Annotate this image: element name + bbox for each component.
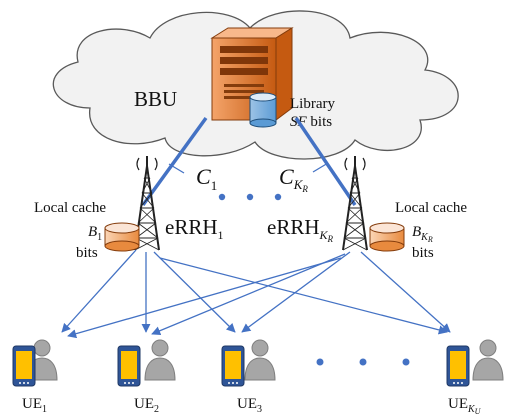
bbu-server-icon bbox=[210, 27, 294, 121]
errh-1-cache-size: B1 bbox=[88, 224, 102, 243]
link-capacity-kr: CKR bbox=[279, 164, 308, 194]
errh-1-subscript: 1 bbox=[218, 228, 224, 242]
link-tick-kr bbox=[312, 162, 329, 173]
access-link bbox=[360, 251, 451, 333]
errh-kr-label: eRRHKR bbox=[267, 215, 334, 244]
errh-ellipsis-dot bbox=[218, 193, 226, 201]
access-link bbox=[241, 251, 351, 333]
ue-1-subscript: 1 bbox=[42, 404, 47, 415]
ue-3-name: UE bbox=[237, 396, 257, 412]
link-capacity-1-subscript: 1 bbox=[211, 178, 218, 193]
errh-kr-name: eRRH bbox=[267, 215, 320, 239]
link-capacity-kr-symbol: C bbox=[279, 164, 294, 189]
library-size-unit: bits bbox=[307, 114, 333, 130]
person-icon bbox=[472, 339, 504, 381]
link-capacity-kr-subscript: K bbox=[293, 177, 304, 192]
errh-1-cache-symbol: B bbox=[88, 224, 97, 240]
access-links bbox=[61, 249, 451, 339]
errh-kr-cache-symbol: B bbox=[412, 224, 421, 240]
ue-3-subscript: 3 bbox=[257, 404, 262, 415]
phone-icon bbox=[446, 345, 470, 387]
errh-kr-cache-label: Local cache bbox=[395, 200, 467, 216]
ue-2-label: UE2 bbox=[134, 396, 159, 415]
link-tick-1 bbox=[168, 163, 185, 174]
bbu-label: BBU bbox=[134, 87, 177, 111]
ue-ku-subscript: K bbox=[467, 404, 476, 415]
ue-ellipsis-dot bbox=[316, 358, 324, 366]
errh-1-cache-icon bbox=[104, 222, 140, 252]
ue-1-name: UE bbox=[22, 396, 42, 412]
person-icon bbox=[244, 339, 276, 381]
errh-kr-cache-unit: bits bbox=[412, 245, 434, 261]
phone-icon bbox=[221, 345, 245, 387]
ue-ku-name: UE bbox=[448, 396, 468, 412]
errh-1-name: eRRH bbox=[165, 215, 218, 239]
access-link bbox=[61, 249, 137, 333]
access-link bbox=[67, 257, 342, 339]
link-capacity-kr-subsubscript: R bbox=[301, 184, 308, 194]
access-link bbox=[151, 253, 346, 336]
library-size: SF bits bbox=[290, 114, 332, 130]
errh-1-label: eRRH1 bbox=[165, 215, 224, 242]
errh-kr-subsubscript: R bbox=[327, 234, 334, 244]
phone-icon bbox=[12, 345, 36, 387]
ue-ellipsis-dot bbox=[402, 358, 410, 366]
errh-kr-cache-size: BKR bbox=[412, 224, 433, 244]
errh-1-cache-unit: bits bbox=[76, 245, 98, 261]
link-capacity-1: C1 bbox=[196, 164, 217, 193]
access-link bbox=[153, 251, 236, 333]
errh-1-cache-label: Local cache bbox=[34, 200, 106, 216]
ue-ellipsis-dot bbox=[359, 358, 367, 366]
library-label: Library bbox=[290, 96, 335, 112]
errh-ellipsis-dot bbox=[274, 193, 282, 201]
errh-kr-cache-icon bbox=[369, 222, 405, 252]
ue-ku-subsubscript: U bbox=[475, 407, 482, 416]
errh-kr-cache-subsubscript: R bbox=[427, 235, 433, 244]
link-capacity-1-symbol: C bbox=[196, 164, 211, 189]
errh-ellipsis-dot bbox=[246, 193, 254, 201]
ue-2-subscript: 2 bbox=[154, 404, 159, 415]
access-link bbox=[159, 257, 448, 335]
errh-kr-cache-subscript: K bbox=[420, 232, 429, 243]
errh-kr-subscript: K bbox=[319, 228, 329, 242]
library-database-icon bbox=[249, 92, 277, 128]
person-icon bbox=[144, 339, 176, 381]
fronthaul-link-kr bbox=[294, 117, 357, 206]
ue-2-name: UE bbox=[134, 396, 154, 412]
ue-3-label: UE3 bbox=[237, 396, 262, 415]
ue-ku-label: UEKU bbox=[448, 396, 482, 416]
fronthaul-link-1 bbox=[141, 116, 208, 207]
ue-1-label: UE1 bbox=[22, 396, 47, 415]
errh-1-cache-subscript: 1 bbox=[97, 232, 102, 243]
phone-icon bbox=[117, 345, 141, 387]
